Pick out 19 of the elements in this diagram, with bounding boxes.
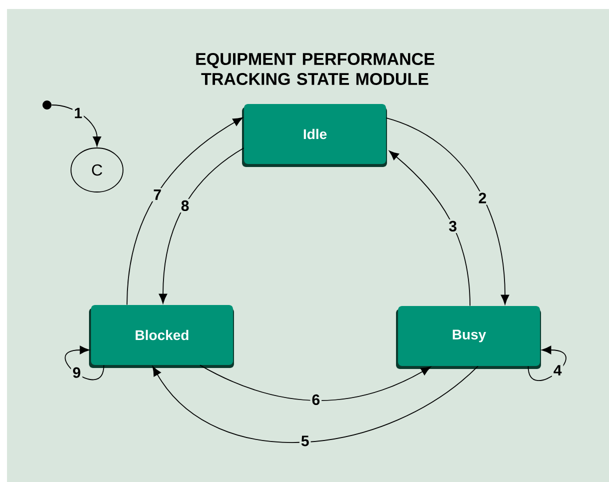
arrow <box>528 346 566 381</box>
arrow <box>200 364 431 401</box>
edge-label: 4 <box>552 364 564 377</box>
arrow <box>51 104 102 146</box>
edge-label: 9 <box>71 366 82 380</box>
arrow <box>64 346 104 380</box>
start-dot <box>42 100 52 110</box>
state-box: Idle <box>242 104 387 167</box>
edge-label: 3 <box>447 219 458 234</box>
arrow <box>158 148 244 304</box>
state-box: Busy <box>396 306 541 369</box>
arrow <box>152 366 478 443</box>
arrow <box>126 117 243 306</box>
arrow <box>389 150 470 306</box>
edge-label: 7 <box>152 188 164 202</box>
arrow <box>386 118 510 305</box>
edge-label: 6 <box>310 392 322 407</box>
state-box: Blocked <box>89 305 234 368</box>
title: EQUIPMENT PERFORMANCE TRACKING STATE MODULE <box>196 52 434 86</box>
